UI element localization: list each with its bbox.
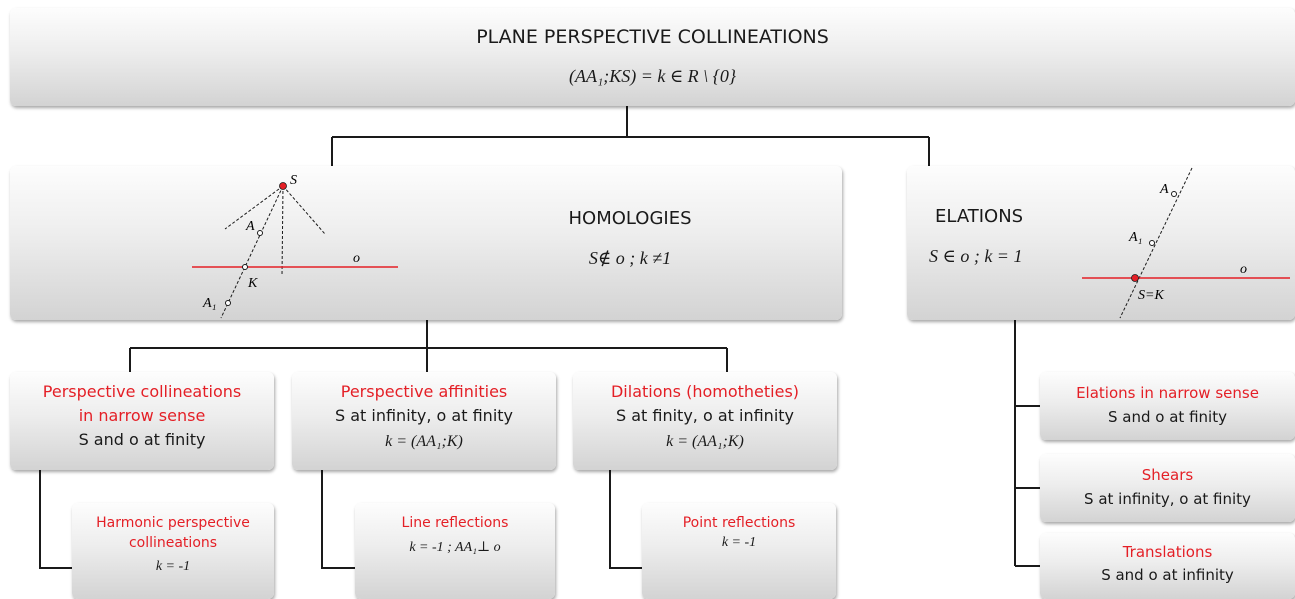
- translations-desc: S and o at infinity: [1101, 566, 1234, 584]
- label-A1: A₁: [1128, 230, 1142, 245]
- point-A: [1171, 191, 1177, 197]
- point-reflections-formula: k = -1: [721, 535, 757, 550]
- elations-narrow-title: Elations in narrow sense: [1076, 384, 1259, 402]
- perspective-affinities-box: Perspective affinities S at infinity, o …: [292, 372, 556, 470]
- dilations-formula: k = (AA₁;K): [666, 433, 744, 450]
- shears-desc: S at infinity, o at finity: [1084, 490, 1251, 508]
- elations-condition: S ∈ o ; k = 1: [929, 246, 1023, 266]
- point-A1: [1149, 240, 1155, 246]
- label-o: o: [353, 251, 360, 266]
- elation-figure: A A₁ o S=K: [1082, 167, 1290, 319]
- harmonic-collineations-title-2: collineations: [128, 535, 218, 551]
- elations-narrow-desc: S and o at finity: [1108, 408, 1227, 426]
- root-title: PLANE PERSPECTIVE COLLINEATIONS: [476, 26, 829, 48]
- perspective-affinities-formula: k = (AA₁;K): [385, 433, 463, 450]
- perspective-collineations-title-1: Perspective collineations: [42, 382, 242, 401]
- point-S: [279, 182, 287, 190]
- perspective-collineations-box: Perspective collineations in narrow sens…: [10, 372, 274, 470]
- elations-narrow-box: Elations in narrow sense S and o at fini…: [1040, 372, 1295, 440]
- harmonic-collineations-box: Harmonic perspective collineations k = -…: [72, 503, 274, 599]
- label-o: o: [1240, 262, 1247, 277]
- point-reflections-title: Point reflections: [682, 515, 796, 531]
- line-reflections-title: Line reflections: [401, 515, 509, 531]
- homology-figure: S A K o A₁: [192, 173, 398, 319]
- dilations-box: Dilations (homotheties) S at finity, o a…: [573, 372, 837, 470]
- perspective-collineations-title-2: in narrow sense: [78, 406, 206, 425]
- point-reflections-box: Point reflections k = -1: [642, 503, 836, 599]
- shears-title: Shears: [1141, 466, 1194, 484]
- perspective-affinities-desc: S at infinity, o at finity: [334, 406, 513, 425]
- harmonic-collineations-title-1: Harmonic perspective: [96, 515, 250, 531]
- dilations-desc: S at finity, o at infinity: [615, 406, 794, 425]
- elations-box: ELATIONS S ∈ o ; k = 1 A A₁ o S=K: [907, 166, 1295, 320]
- homologies-condition: S∉ o ; k ≠1: [588, 248, 672, 268]
- root-formula: (AA₁;KS) = k ∈ R \ {0}: [568, 66, 737, 86]
- line-reflections-formula: k = -1 ; AA₁⊥ o: [409, 540, 501, 555]
- point-A: [257, 230, 263, 236]
- harmonic-collineations-formula: k = -1: [155, 559, 191, 574]
- perspective-affinities-title: Perspective affinities: [340, 382, 508, 401]
- root-box: PLANE PERSPECTIVE COLLINEATIONS (AA₁;KS)…: [10, 8, 1295, 106]
- label-A: A: [245, 219, 255, 234]
- label-S-K: S=K: [1138, 288, 1164, 303]
- elations-title: ELATIONS: [935, 206, 1024, 227]
- point-S-K: [1131, 274, 1139, 282]
- label-A: A: [1159, 182, 1169, 197]
- homologies-title: HOMOLOGIES: [568, 208, 692, 229]
- label-K: K: [247, 276, 258, 291]
- translations-box: Translations S and o at infinity: [1040, 533, 1295, 599]
- label-S: S: [290, 173, 297, 188]
- shears-box: Shears S at infinity, o at finity: [1040, 454, 1295, 522]
- homologies-box: S A K o A₁ HOMOLOGIES S∉ o ; k ≠1: [10, 166, 842, 320]
- perspective-collineations-desc: S and o at finity: [78, 430, 206, 449]
- dilations-title: Dilations (homotheties): [610, 382, 800, 401]
- label-A1: A₁: [202, 296, 216, 311]
- point-A1: [225, 300, 231, 306]
- line-reflections-box: Line reflections k = -1 ; AA₁⊥ o: [355, 503, 555, 599]
- translations-title: Translations: [1122, 543, 1213, 561]
- point-K: [242, 264, 248, 270]
